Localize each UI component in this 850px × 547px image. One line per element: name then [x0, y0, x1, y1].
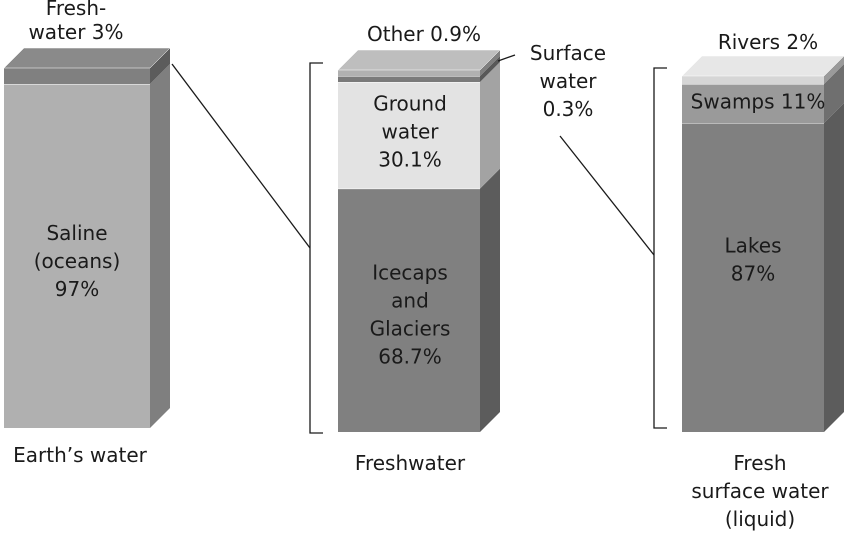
- segment-label: 68.7%: [378, 344, 442, 368]
- segment-label: Fresh-: [46, 0, 106, 20]
- segment-label: water: [540, 69, 598, 93]
- segment-label: Swamps 11%: [691, 90, 826, 114]
- bar-segment-side: [150, 64, 170, 428]
- bar-segment-side: [480, 56, 500, 82]
- segment-label: water 3%: [28, 20, 123, 44]
- bar-segment: [682, 84, 824, 124]
- segment-label: water: [382, 119, 440, 143]
- bar-caption: Fresh: [733, 451, 786, 475]
- segment-label: Ground: [373, 91, 447, 115]
- segment-label: Lakes: [725, 234, 782, 258]
- bar-segment: [338, 70, 480, 76]
- surface-water-bracket: [653, 67, 667, 429]
- bar-segment: [338, 188, 480, 432]
- connector-line: [559, 135, 655, 256]
- bar-segment-side: [480, 168, 500, 432]
- bar-1: [337, 49, 501, 432]
- bar-segment: [4, 68, 150, 84]
- bar-caption: Freshwater: [355, 451, 466, 475]
- bar-segment: [4, 84, 150, 428]
- bar-segment-side: [480, 62, 500, 189]
- segment-label: and: [391, 288, 429, 312]
- bar-top-face: [681, 55, 845, 77]
- bar-segment-side: [150, 48, 170, 84]
- bar-segment: [682, 123, 824, 433]
- bar-0: [3, 47, 171, 428]
- bar-segment: [338, 82, 480, 189]
- bar-top-face: [3, 47, 171, 69]
- segment-label: 30.1%: [378, 147, 442, 171]
- segment-label: Rivers 2%: [718, 30, 818, 54]
- bar-segment-side: [480, 50, 500, 76]
- segment-label: (oceans): [34, 249, 121, 273]
- bar-segment: [338, 76, 480, 82]
- leader-line: [497, 54, 516, 62]
- freshwater-bracket: [309, 62, 323, 434]
- segment-label: Glaciers: [370, 316, 451, 340]
- bar-segment-side: [824, 56, 844, 84]
- segment-label: Other 0.9%: [367, 22, 481, 46]
- bar-caption: surface water: [691, 479, 829, 503]
- bar-caption: (liquid): [725, 507, 795, 531]
- segment-label: 97%: [55, 277, 99, 301]
- segment-label: Saline: [46, 221, 107, 245]
- segment-label: Icecaps: [372, 260, 448, 284]
- bar-segment-side: [824, 64, 844, 124]
- segment-label: 0.3%: [543, 97, 594, 121]
- bar-top-face: [337, 49, 501, 71]
- bar-segment: [682, 76, 824, 84]
- connectors: [171, 54, 667, 434]
- segment-label: Surface: [530, 41, 606, 65]
- bar-caption: Earth’s water: [13, 443, 148, 467]
- connector-line: [171, 63, 311, 249]
- segment-label: 87%: [731, 262, 775, 286]
- bar-2: [681, 55, 845, 433]
- bar-segment-side: [824, 103, 844, 433]
